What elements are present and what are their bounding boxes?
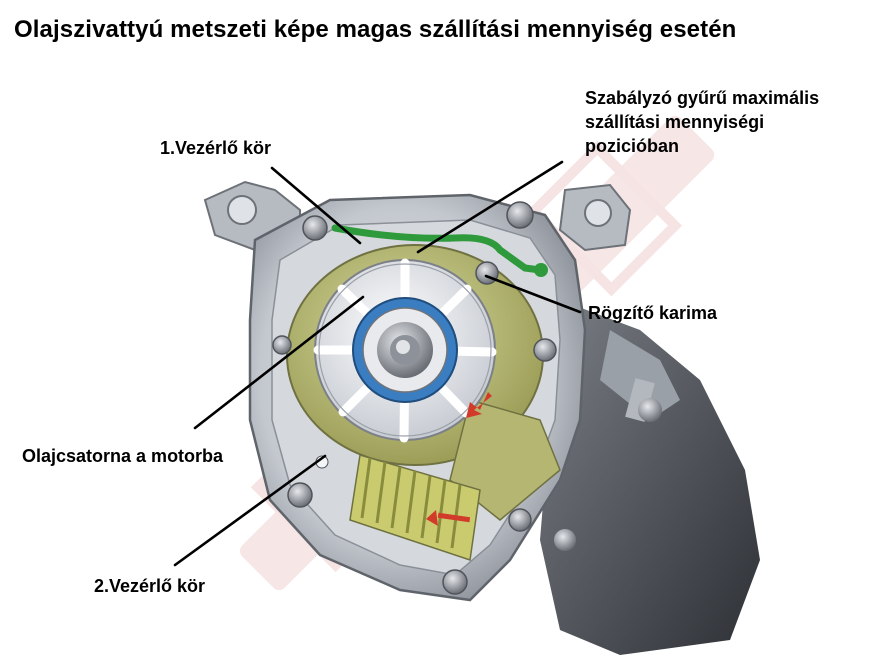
- leader-regulating-ring: [416, 160, 564, 254]
- label-oil-channel: Olajcsatorna a motorba: [22, 446, 224, 466]
- label-regulating-ring-line2: szállítási mennyiségi: [585, 112, 765, 132]
- housing-bolts: [272, 201, 557, 595]
- label-regulating-ring-line3: pozicióban: [585, 136, 679, 156]
- leader-lines: [173, 160, 582, 567]
- shaft-seal: [352, 297, 458, 403]
- spring-icon: [349, 454, 481, 561]
- control-channel-1: [331, 224, 548, 277]
- leader-control-circuit-1: [270, 166, 362, 245]
- label-control-circuit-2: 2.Vezérlő kör: [94, 576, 206, 596]
- mounting-lugs: [203, 180, 632, 252]
- pump-rotor: [313, 258, 497, 443]
- label-control-circuit-1: 1.Vezérlő kör: [160, 138, 272, 158]
- label-fixing-flange: Rögzítő karima: [588, 303, 718, 323]
- label-regulating-ring: Szabályzó gyűrű maximális szállítási men…: [585, 86, 819, 158]
- label-regulating-ring-line1: Szabályzó gyűrű maximális: [585, 88, 820, 108]
- drive-housing: [540, 300, 760, 655]
- page-title: Olajszivattyú metszeti képe magas szállí…: [14, 16, 737, 43]
- leader-fixing-flange: [484, 274, 582, 314]
- rotation-arrow-icon: [426, 392, 492, 526]
- leader-oil-channel: [193, 295, 365, 430]
- leader-control-circuit-2: [173, 454, 327, 567]
